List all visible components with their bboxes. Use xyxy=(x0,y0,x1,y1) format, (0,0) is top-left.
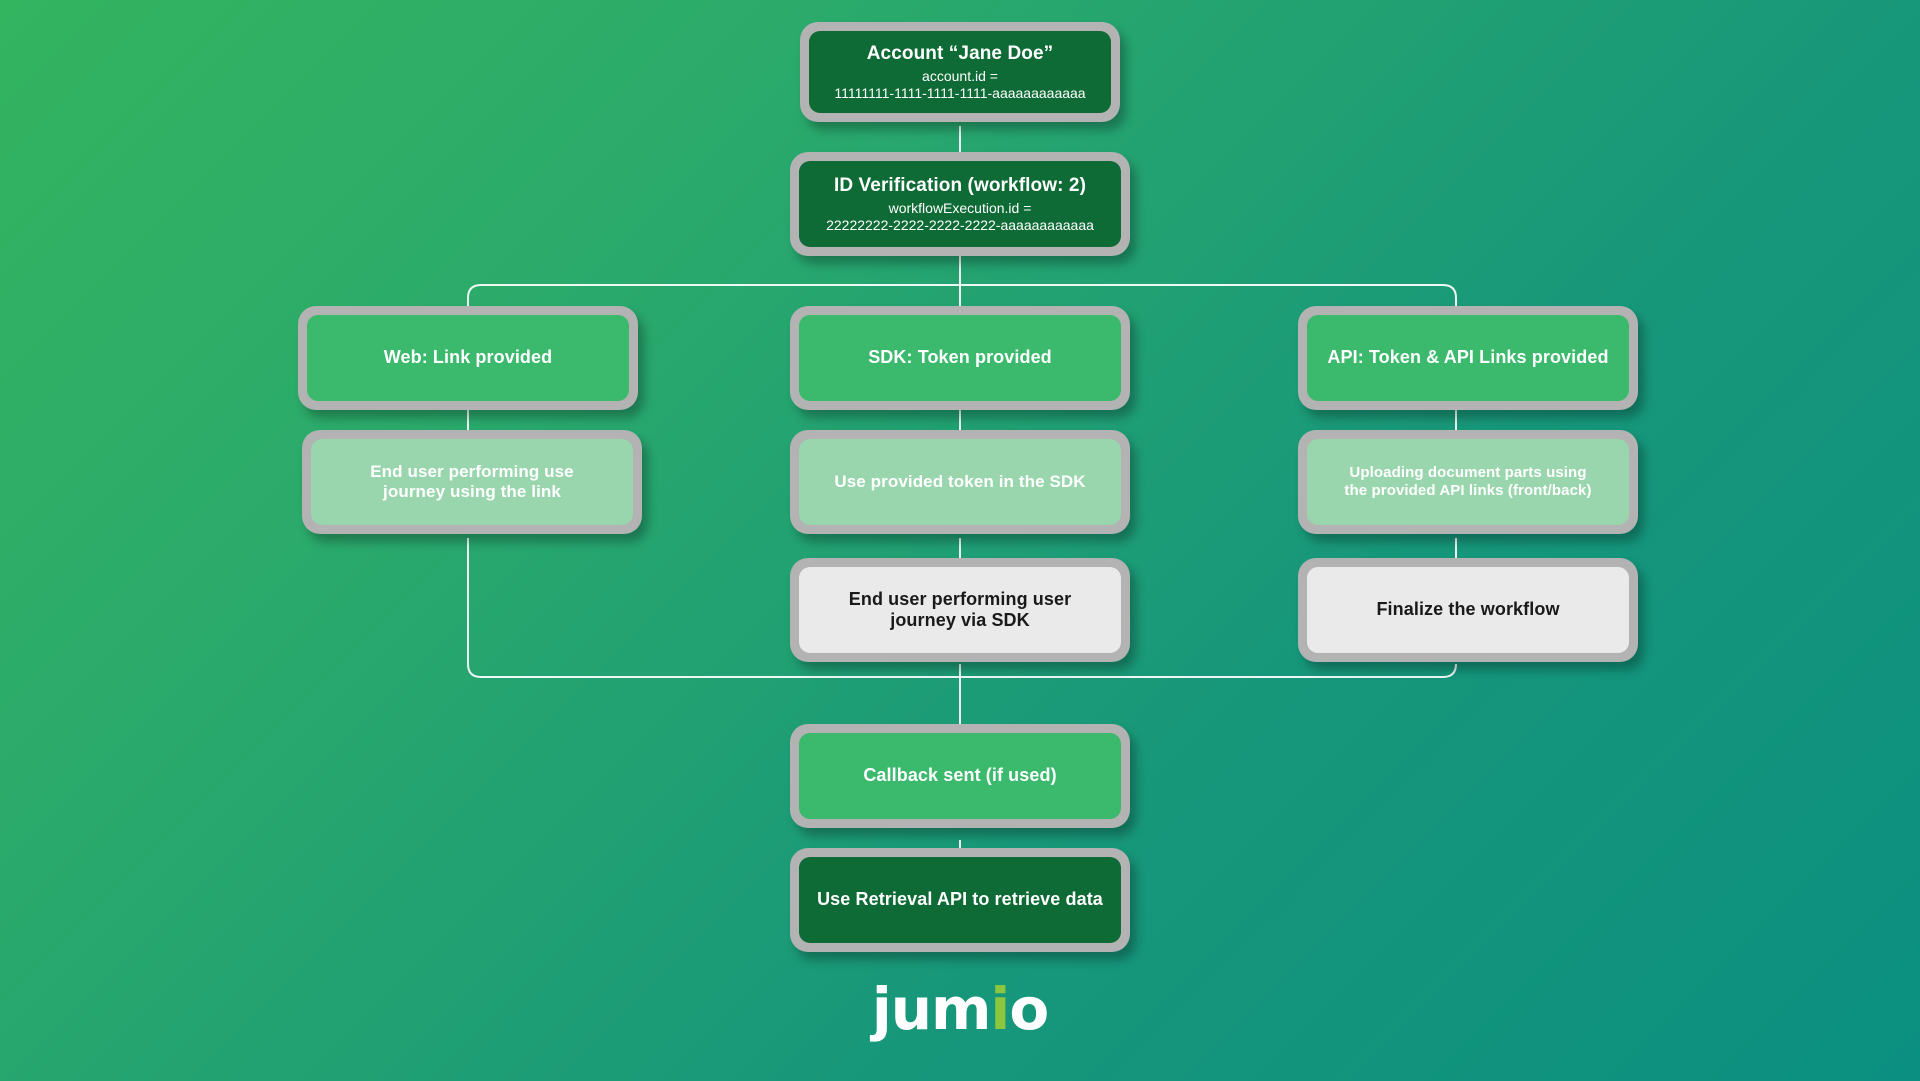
node-account-subtitle-line1: account.id = xyxy=(922,67,998,84)
node-api-upload-document-parts-title-line2: the provided API links (front/back) xyxy=(1344,482,1592,499)
edge-finalize-to-merge xyxy=(960,663,1457,678)
node-id-verification[interactable]: ID Verification (workflow: 2) workflowEx… xyxy=(790,152,1130,256)
node-account-inner: Account “Jane Doe” account.id = 11111111… xyxy=(809,31,1111,113)
jumio-logo-part-jum: jum xyxy=(871,975,992,1043)
node-sdk-user-journey-title-line1: End user performing user xyxy=(848,588,1072,609)
node-sdk-use-token-title: Use provided token in the SDK xyxy=(834,471,1086,491)
node-id-verification-subtitle-line1: workflowExecution.id = xyxy=(888,199,1032,216)
node-id-verification-title: ID Verification (workflow: 2) xyxy=(833,174,1087,196)
node-sdk-user-journey-title-line2: journey via SDK xyxy=(890,610,1030,630)
node-account-subtitle-line2: 11111111-1111-1111-1111-aaaaaaaaaaaa xyxy=(834,84,1086,101)
jumio-logo-part-o: o xyxy=(1009,975,1049,1043)
node-id-verification-inner: ID Verification (workflow: 2) workflowEx… xyxy=(799,161,1121,247)
node-api-token-provided-title: API: Token & API Links provided xyxy=(1327,347,1609,368)
node-sdk-use-token-inner: Use provided token in the SDK xyxy=(799,439,1121,525)
node-use-retrieval-api-title: Use Retrieval API to retrieve data xyxy=(817,889,1103,910)
node-callback-sent-inner: Callback sent (if used) xyxy=(799,733,1121,819)
node-api-finalize-workflow[interactable]: Finalize the workflow xyxy=(1298,558,1638,662)
node-api-token-provided[interactable]: API: Token & API Links provided xyxy=(1298,306,1638,410)
node-account-title: Account “Jane Doe” xyxy=(866,42,1054,64)
node-web-user-journey-inner: End user performing use journey using th… xyxy=(311,439,633,525)
node-use-retrieval-api[interactable]: Use Retrieval API to retrieve data xyxy=(790,848,1130,952)
node-web-link-provided[interactable]: Web: Link provided xyxy=(298,306,638,410)
node-use-retrieval-api-inner: Use Retrieval API to retrieve data xyxy=(799,857,1121,943)
node-sdk-user-journey[interactable]: End user performing user journey via SDK xyxy=(790,558,1130,662)
node-sdk-user-journey-inner: End user performing user journey via SDK xyxy=(799,567,1121,653)
node-sdk-token-provided-inner: SDK: Token provided xyxy=(799,315,1121,401)
node-api-upload-document-parts[interactable]: Uploading document parts using the provi… xyxy=(1298,430,1638,534)
node-web-link-provided-inner: Web: Link provided xyxy=(307,315,629,401)
node-callback-sent[interactable]: Callback sent (if used) xyxy=(790,724,1130,828)
node-web-user-journey-title-line1: End user performing use xyxy=(370,461,574,481)
node-account[interactable]: Account “Jane Doe” account.id = 11111111… xyxy=(800,22,1120,122)
node-api-upload-document-parts-inner: Uploading document parts using the provi… xyxy=(1307,439,1629,525)
node-api-token-provided-inner: API: Token & API Links provided xyxy=(1307,315,1629,401)
jumio-logo-part-i: i xyxy=(990,975,1010,1043)
node-api-finalize-workflow-title: Finalize the workflow xyxy=(1376,599,1560,620)
node-web-link-provided-title: Web: Link provided xyxy=(383,347,553,368)
node-callback-sent-title: Callback sent (if used) xyxy=(863,765,1057,786)
node-api-finalize-workflow-inner: Finalize the workflow xyxy=(1307,567,1629,653)
node-sdk-token-provided[interactable]: SDK: Token provided xyxy=(790,306,1130,410)
node-sdk-use-token[interactable]: Use provided token in the SDK xyxy=(790,430,1130,534)
jumio-logo: jumio xyxy=(0,980,1920,1038)
node-api-upload-document-parts-title-line1: Uploading document parts using xyxy=(1349,464,1587,482)
node-web-user-journey[interactable]: End user performing use journey using th… xyxy=(302,430,642,534)
node-sdk-token-provided-title: SDK: Token provided xyxy=(868,347,1052,368)
node-web-user-journey-title-line2: journey using the link xyxy=(383,482,561,501)
node-id-verification-subtitle-line2: 22222222-2222-2222-2222-aaaaaaaaaaaa xyxy=(826,216,1094,233)
